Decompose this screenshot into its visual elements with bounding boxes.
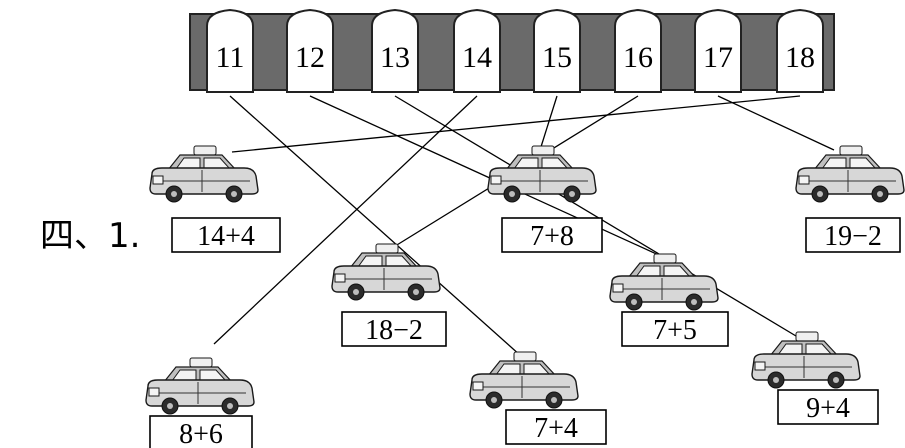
- expression-label: 19−2: [824, 221, 882, 252]
- expression-label: 7+5: [653, 315, 697, 346]
- garage-bay-label: 18: [785, 41, 815, 74]
- expression-label: 18−2: [365, 315, 423, 346]
- expression-box: [505, 409, 607, 445]
- expression-box: [805, 217, 901, 253]
- garage-bay-15: 15: [533, 8, 581, 93]
- garage-bay-door: [694, 8, 742, 93]
- taxi-car-icon: [149, 145, 259, 203]
- garage-bay-label: 14: [462, 41, 492, 74]
- taxi-car-icon: [145, 357, 255, 415]
- connection-15-to-7+8: [539, 95, 558, 151]
- connection-14-to-8+6: [213, 95, 478, 345]
- expression-label: 9+4: [806, 393, 850, 424]
- garage-bay-door: [371, 8, 419, 93]
- garage-bay-17: 17: [694, 8, 742, 93]
- car-7+5: 7+5: [609, 253, 729, 347]
- section-label: 四、1.: [40, 216, 141, 256]
- garage-bay-11: 11: [206, 8, 254, 93]
- garage-bay-12: 12: [286, 8, 334, 93]
- taxi-car-icon: [795, 145, 905, 203]
- expression-box: [149, 415, 253, 448]
- expression-label: 8+6: [179, 419, 223, 448]
- garage-bay-14: 14: [453, 8, 501, 93]
- garage-bay-label: 17: [703, 41, 733, 74]
- car-7+4: 7+4: [469, 351, 607, 445]
- taxi-car-icon: [487, 145, 597, 203]
- car-14+4: 14+4: [149, 145, 281, 253]
- expression-box: [171, 217, 281, 253]
- garage-bay-door: [286, 8, 334, 93]
- car-19−2: 19−2: [795, 145, 905, 253]
- connection-11-to-7+4: [229, 95, 531, 365]
- garage-bay-label: 15: [542, 41, 572, 74]
- expression-label: 14+4: [197, 221, 255, 252]
- taxi-car-icon: [751, 331, 861, 389]
- expression-label: 7+8: [530, 221, 574, 252]
- garage-bay-16: 16: [614, 8, 662, 93]
- garage-bay-door: [776, 8, 824, 93]
- cars: 14+4 7+8 19−2 18−2 7+5 8+6 7+4 9+4: [145, 145, 905, 448]
- expression-box: [501, 217, 603, 253]
- garage-bay-label: 11: [216, 41, 245, 74]
- garage-bay-13: 13: [371, 8, 419, 93]
- garage-bay-label: 16: [623, 41, 653, 74]
- garage-bay-door: [206, 8, 254, 93]
- car-7+8: 7+8: [487, 145, 603, 253]
- connection-18-to-14+4: [231, 95, 801, 153]
- garage-bays: 11 12 13 14 15 16 17 18: [206, 8, 824, 93]
- expression-box: [777, 389, 879, 425]
- car-9+4: 9+4: [751, 331, 879, 425]
- garage-bay-door: [533, 8, 581, 93]
- car-8+6: 8+6: [145, 357, 255, 448]
- taxi-car-icon: [609, 253, 719, 311]
- taxi-car-icon: [331, 243, 441, 301]
- expression-box: [341, 311, 447, 347]
- garage-bay-label: 12: [295, 41, 325, 74]
- expression-label: 7+4: [534, 413, 578, 444]
- garage-bay-18: 18: [776, 8, 824, 93]
- connection-17-to-19−2: [717, 95, 835, 151]
- garage-bay-label: 13: [380, 41, 410, 74]
- garage-bay-door: [614, 8, 662, 93]
- taxi-car-icon: [469, 351, 579, 409]
- car-18−2: 18−2: [331, 243, 447, 347]
- expression-box: [621, 311, 729, 347]
- garage-bay-door: [453, 8, 501, 93]
